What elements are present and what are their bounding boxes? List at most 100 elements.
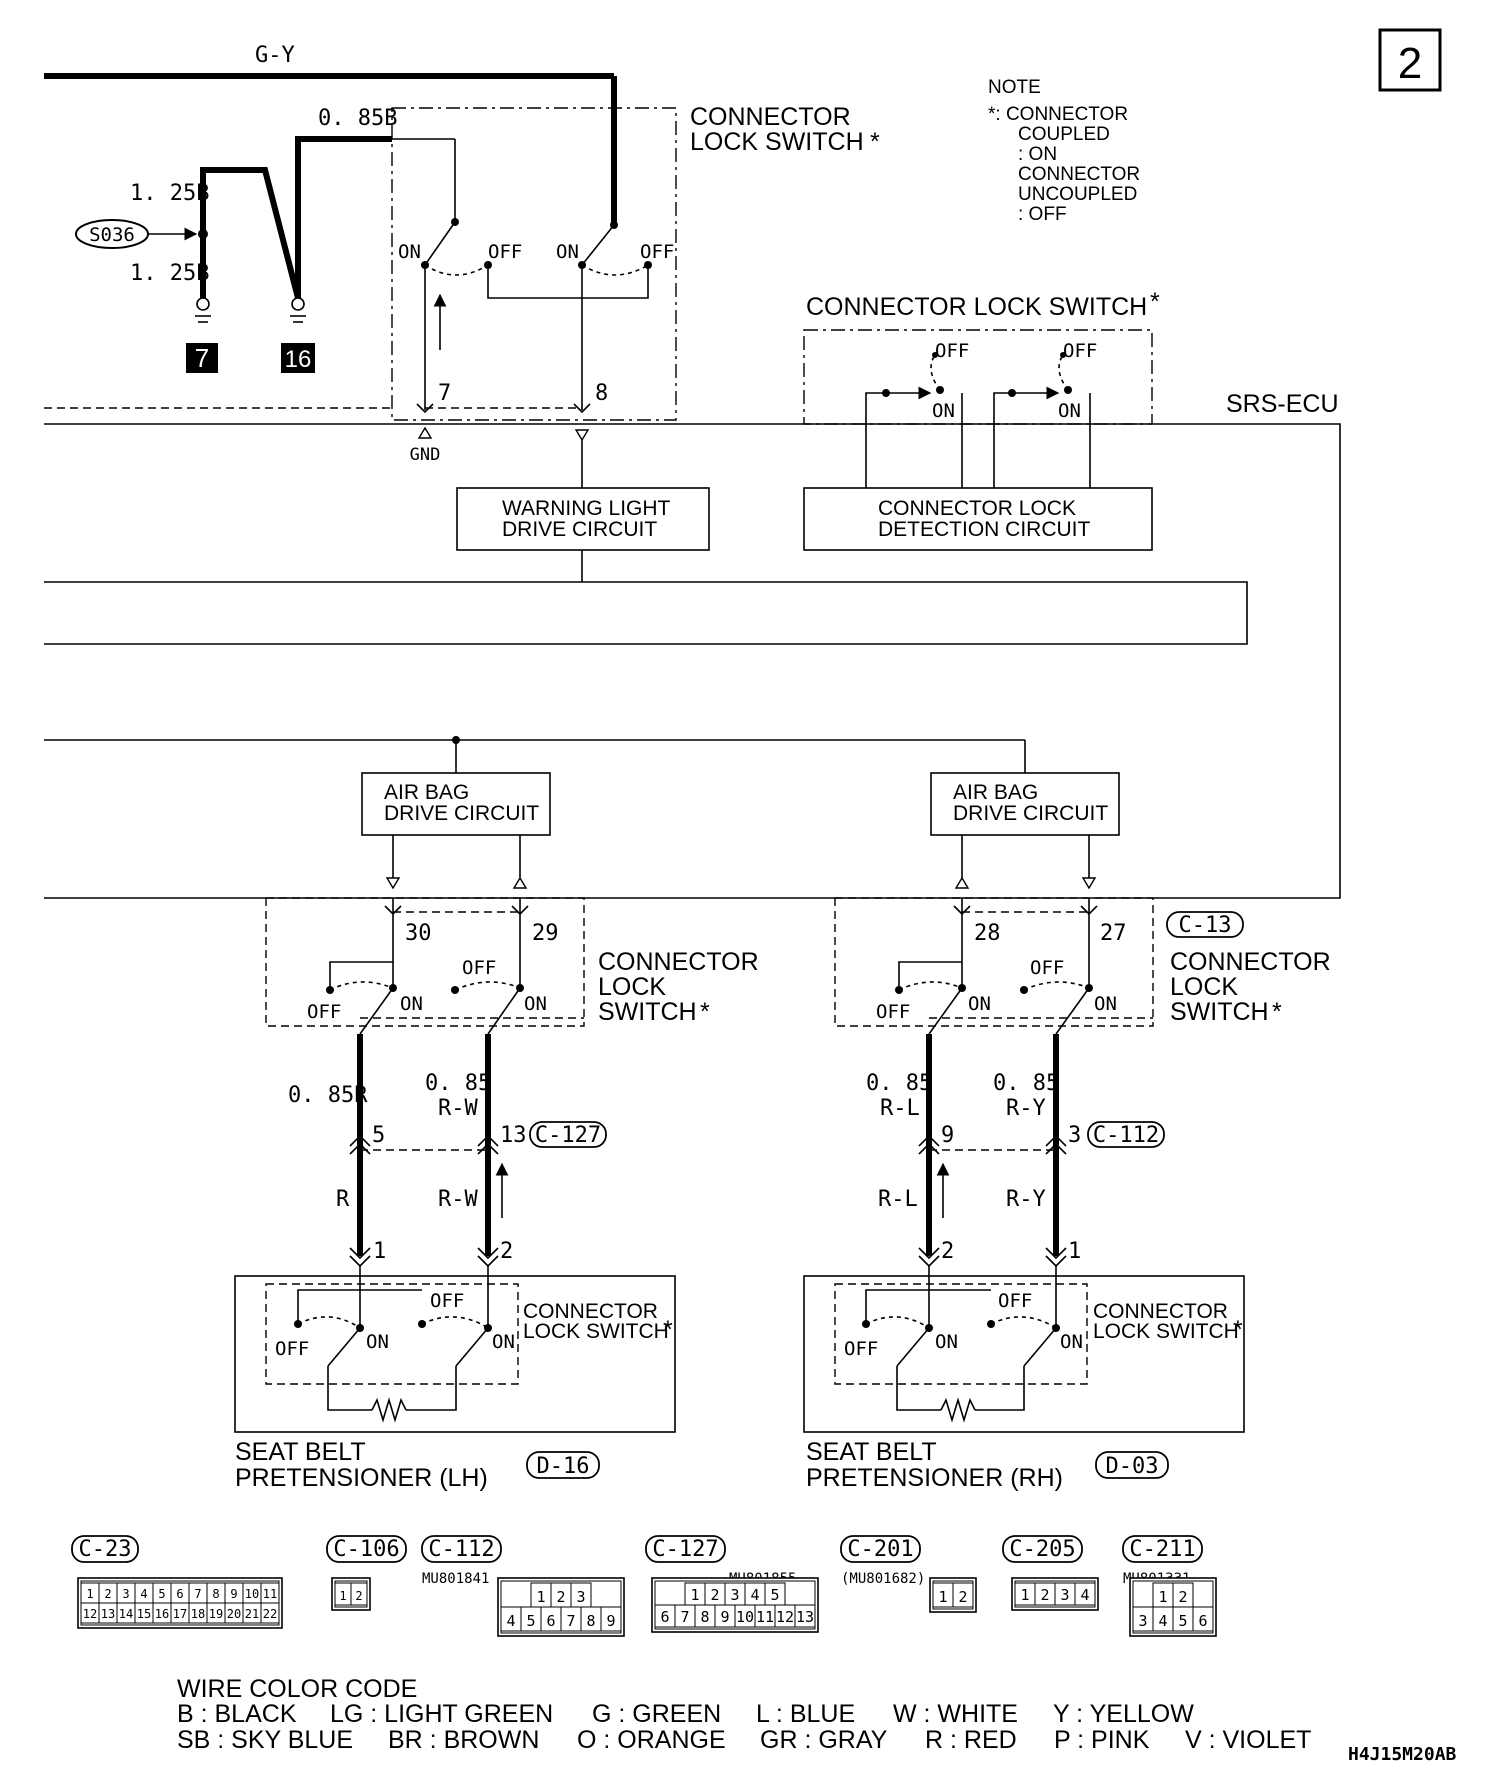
connector-pin: 10 (245, 1587, 259, 1601)
c13-switch-rh: 28 27 OFF ON OFF ON C-13 CONNECTOR LOCK … (834, 897, 1331, 1035)
page-number: 2 (1398, 39, 1422, 88)
connector-pin: 6 (660, 1608, 669, 1626)
connector-pin: 3 (576, 1588, 585, 1606)
pin-gnd: GND (410, 445, 441, 465)
harness-wires: 0. 85R 0. 85 R-W 0. 85 R-L 0. 85 R-Y 5 1… (288, 1034, 1165, 1268)
connector-face-id: C-127 (652, 1537, 718, 1562)
wire-label: R-Y (1006, 1096, 1046, 1121)
connector-pin: 3 (122, 1587, 129, 1601)
connector-pin: 9 (606, 1612, 615, 1630)
connector-pin: 8 (700, 1608, 709, 1626)
note-line: : ON (1018, 144, 1057, 165)
wire-color-entry: GR : GRAY (760, 1726, 888, 1754)
connector-pin: 19 (209, 1607, 223, 1621)
switch-title: LOCK (1170, 973, 1238, 1001)
ground-number: 16 (285, 346, 312, 373)
switch-on-label: ON (1058, 400, 1081, 422)
wire-color-entry: R : RED (925, 1726, 1017, 1754)
detection-circuit-label: CONNECTOR LOCK (878, 497, 1076, 520)
switch-on-label: ON (524, 993, 547, 1015)
wire-color-entry: SB : SKY BLUE (177, 1726, 353, 1754)
switch-title: CONNECTOR (523, 1300, 658, 1323)
connector-pin: 1 (1158, 1588, 1167, 1606)
pin-number: 27 (1100, 921, 1127, 946)
connector-face-id: C-106 (333, 1537, 399, 1562)
ground-symbol-16: 16 (281, 297, 315, 373)
switch-off-label: OFF (275, 1338, 309, 1360)
pin-number: 1 (373, 1239, 386, 1264)
connector-pin: 2 (1178, 1588, 1187, 1606)
connector-tag-d03: D-03 (1095, 1451, 1169, 1479)
connector-pin: 2 (1040, 1586, 1049, 1604)
pretensioner-rh: OFF ON OFF ON CONNECTOR LOCK SWITCH * SE… (803, 1266, 1245, 1492)
switch-title: CONNECTOR (598, 948, 759, 976)
switch-title: LOCK SWITCH (523, 1320, 669, 1343)
connector-id: C-13 (1179, 913, 1232, 938)
connector-face-id: C-112 (428, 1537, 494, 1562)
pretensioner-label: PRETENSIONER (RH) (806, 1464, 1063, 1492)
connector-pin: 9 (230, 1587, 237, 1601)
wire-color-entry: P : PINK (1054, 1726, 1150, 1754)
switch-on-label: ON (400, 993, 423, 1015)
switch-off-label: OFF (998, 1290, 1032, 1312)
connector-face: C-127MU80185512345678910111213 (645, 1535, 819, 1633)
connector-face-id: C-211 (1129, 1537, 1195, 1562)
airbag-drive-label: AIR BAG (384, 781, 469, 804)
wire-color-entry: LG : LIGHT GREEN (330, 1700, 553, 1728)
wire-color-entry: V : VIOLET (1185, 1726, 1311, 1754)
connector-pin: 20 (227, 1607, 241, 1621)
switch-title: CONNECTOR (1093, 1300, 1228, 1323)
connector-pin: 10 (736, 1608, 754, 1626)
switch-star: * (700, 998, 710, 1026)
connector-part-number: MU801841 (422, 1571, 489, 1587)
connector-pin: 3 (1060, 1586, 1069, 1604)
connector-pin: 8 (212, 1587, 219, 1601)
connector-pin: 18 (191, 1607, 205, 1621)
switch-off-label: OFF (462, 957, 496, 979)
switch-on-label: ON (556, 241, 579, 263)
switch-off-label: OFF (307, 1001, 341, 1023)
connector-pin: 1 (1020, 1586, 1029, 1604)
switch-off-label: OFF (844, 1338, 878, 1360)
switch-title: LOCK SWITCH (690, 128, 864, 156)
connector-pin: 5 (526, 1612, 535, 1630)
connector-pin: 16 (155, 1607, 169, 1621)
wire-color-title: WIRE COLOR CODE (177, 1675, 417, 1703)
connector-pin: 2 (710, 1586, 719, 1604)
switch-title: CONNECTOR LOCK SWITCH (806, 293, 1147, 321)
connector-pin: 7 (566, 1612, 575, 1630)
connector-pin: 12 (776, 1608, 794, 1626)
pin-number: 1 (1068, 1239, 1081, 1264)
srs-ecu: SRS-ECU GND WARNING LIGHT DRIVE CIRCUIT … (44, 390, 1341, 899)
wire-label: R-W (438, 1187, 478, 1212)
connector-pin: 5 (770, 1586, 779, 1604)
switch-on-label: ON (366, 1331, 389, 1353)
connector-pin: 17 (173, 1607, 187, 1621)
page-number-box: 2 (1378, 28, 1442, 92)
connector-pin: 4 (140, 1587, 147, 1601)
pin-number: 2 (500, 1239, 513, 1264)
wire-label-085b: 0. 85B (318, 106, 397, 131)
pretensioner-label: SEAT BELT (806, 1438, 937, 1466)
connector-id: D-16 (537, 1454, 590, 1479)
switch-off-label: OFF (1063, 340, 1097, 362)
warning-light-label: WARNING LIGHT (502, 497, 671, 520)
connector-tag-d16: D-16 (526, 1451, 600, 1479)
switch-off-label: OFF (488, 241, 522, 263)
pin-number: 13 (500, 1123, 527, 1148)
connector-face-id: C-23 (79, 1537, 132, 1562)
connector-pin: 13 (796, 1608, 814, 1626)
switch-star: * (1272, 998, 1282, 1026)
connector-id: C-127 (535, 1123, 601, 1148)
connector-pin: 6 (1198, 1612, 1207, 1630)
switch-on-label: ON (932, 400, 955, 422)
note-block: NOTE *: CONNECTOR COUPLED : ON CONNECTOR… (988, 77, 1140, 225)
wire-label: R (336, 1187, 350, 1212)
connector-pin: 1 (690, 1586, 699, 1604)
wire-label: R-L (878, 1187, 918, 1212)
wire-color-entry: BR : BROWN (388, 1726, 539, 1754)
connector-pin: 12 (83, 1607, 97, 1621)
wire-color-entry: Y : YELLOW (1053, 1700, 1194, 1728)
